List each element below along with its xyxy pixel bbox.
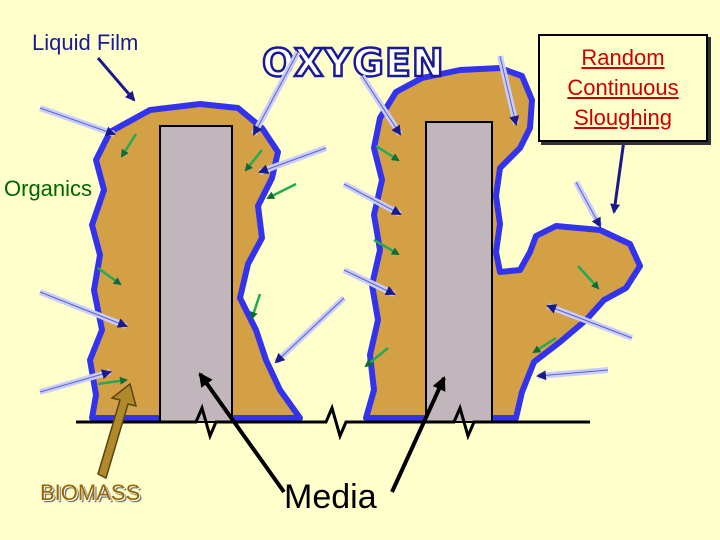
sloughing-line-3: Sloughing (574, 105, 672, 130)
right-media-column (425, 121, 493, 423)
biomass-label: BIOMASS (40, 480, 141, 505)
organics-arrow-5 (266, 182, 297, 200)
organics-arrow-7 (375, 144, 400, 162)
organics-arrow-2 (97, 266, 122, 286)
liquid-film-label: Liquid Film (32, 30, 139, 55)
organics-arrow-10 (577, 265, 600, 290)
oxygen-arrow-outlines (39, 51, 633, 393)
biomass-pointer (97, 382, 138, 480)
sloughing-pointer (610, 139, 626, 214)
organics-arrow-4 (244, 149, 263, 172)
media-pointer-right (390, 376, 446, 493)
organics-arrow-6 (250, 293, 262, 320)
organics-arrow-8 (373, 238, 400, 256)
organics-arrow-1 (120, 133, 138, 158)
sloughing-callout-box: Random Continuous Sloughing (538, 34, 708, 142)
organics-arrows (97, 133, 600, 386)
sloughing-line-1: Random (581, 45, 665, 70)
organics-arrow-11 (532, 336, 557, 354)
media-pointer-left (198, 372, 286, 494)
organics-arrow-9 (364, 347, 389, 368)
support-baseline (76, 403, 590, 441)
organics-label: Organics (4, 176, 93, 201)
sloughing-line-2: Continuous (567, 75, 679, 100)
left-media-column (159, 125, 233, 423)
organics-arrow-3 (97, 376, 128, 386)
liquid-film-pointer (96, 57, 136, 102)
media-label: Media (284, 478, 377, 516)
